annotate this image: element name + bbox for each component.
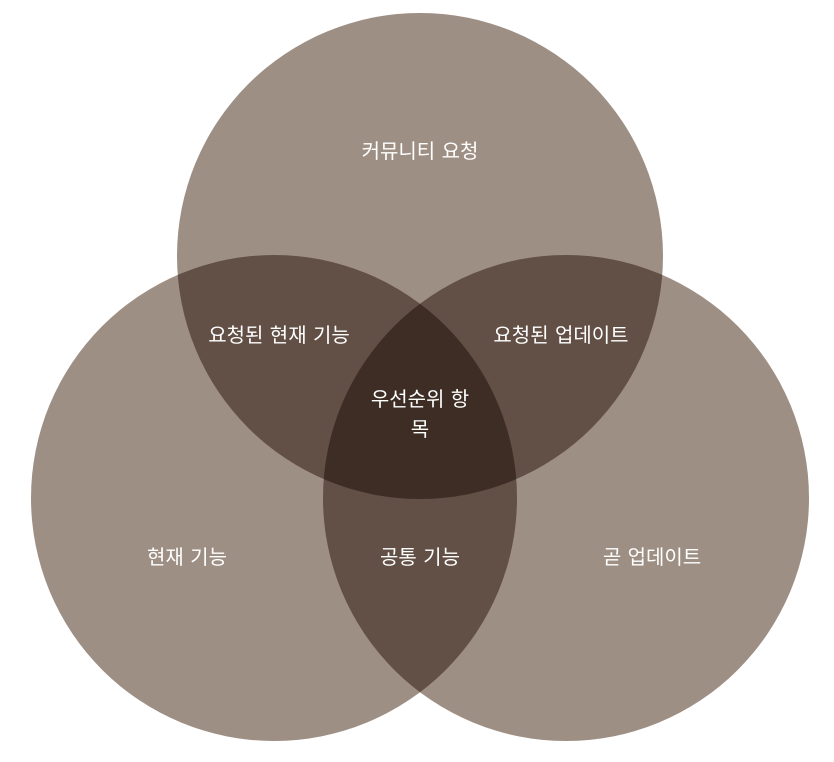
label-current-features: 현재 기능: [147, 545, 227, 569]
label-common-features: 공통 기능: [380, 545, 460, 569]
venn-labels: 커뮤니티 요청 요청된 현재 기능 요청된 업데이트 우선순위 항 목 현재 기…: [147, 139, 701, 569]
venn-circles: [31, 13, 809, 741]
label-upcoming-updates: 곧 업데이트: [603, 545, 701, 569]
label-community-requests: 커뮤니티 요청: [362, 139, 479, 163]
label-priority-items-line1: 우선순위 항: [371, 387, 469, 411]
label-requested-current-features: 요청된 현재 기능: [208, 323, 350, 347]
circle-upcoming-updates: [323, 255, 809, 741]
label-requested-updates: 요청된 업데이트: [493, 323, 628, 347]
label-priority-items-line2: 목: [411, 417, 429, 441]
